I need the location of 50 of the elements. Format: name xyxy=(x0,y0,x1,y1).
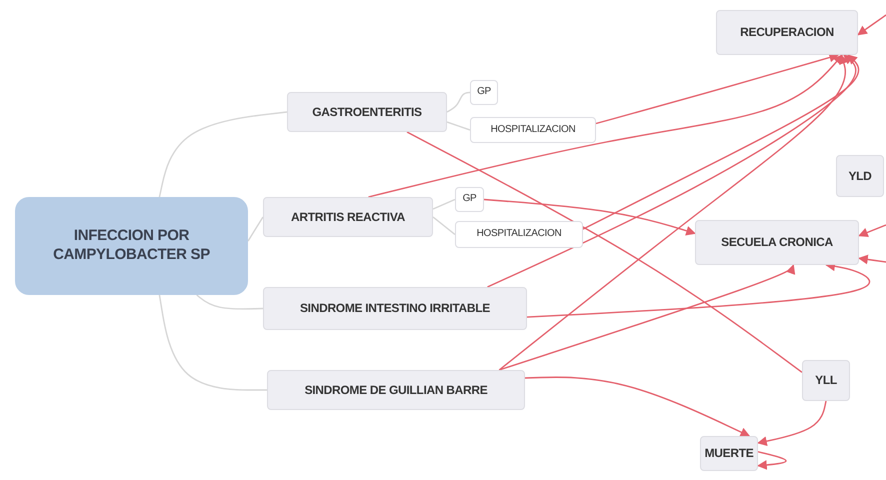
topic-box xyxy=(263,287,527,330)
connector-line xyxy=(406,131,802,373)
node-label: SECUELA CRONICA xyxy=(721,235,833,250)
node-label: INFECCION POR CAMPYLOBACTER SP xyxy=(52,227,211,265)
topic-box xyxy=(287,92,447,132)
arrow xyxy=(757,451,787,470)
topic-box xyxy=(267,370,525,410)
node-label: SINDROME DE GUILLIAN BARRE xyxy=(304,382,488,398)
topic-box xyxy=(455,221,583,248)
connector-line xyxy=(247,216,264,242)
topic-box xyxy=(836,155,884,197)
node-label: ARTRITIS REACTIVA xyxy=(290,210,405,224)
connector-line xyxy=(158,294,267,391)
connector-line xyxy=(196,294,264,310)
node-label: GASTROENTERITIS xyxy=(312,104,422,120)
arrow xyxy=(757,400,827,446)
topic-box xyxy=(695,220,859,265)
node-label: SINDROME INTESTINO IRRITABLE xyxy=(300,301,490,316)
topic-box xyxy=(455,187,484,212)
connector-line xyxy=(432,198,456,210)
arrow xyxy=(498,54,848,371)
node-label: HOSPITALIZACION xyxy=(490,124,576,136)
topic-box xyxy=(15,197,248,295)
topic-box xyxy=(470,117,596,143)
node-label: YLL xyxy=(815,373,837,388)
arrow xyxy=(484,198,696,236)
topic-box xyxy=(470,80,498,105)
arrow xyxy=(858,224,886,238)
connector-line xyxy=(158,111,288,198)
node-label: GP xyxy=(462,193,476,206)
topic-box xyxy=(700,436,758,471)
arrow xyxy=(857,14,886,36)
arrow xyxy=(487,54,856,288)
node-label: MUERTE xyxy=(704,446,754,461)
arrow xyxy=(368,54,844,198)
node-label: RECUPERACION xyxy=(740,25,834,40)
node-label: YLD xyxy=(848,168,872,184)
topic-box xyxy=(716,10,858,55)
topic-box xyxy=(263,197,433,237)
connector-line xyxy=(446,121,470,131)
arrow xyxy=(582,54,860,230)
topic-box xyxy=(802,360,850,401)
node-label: HOSPITALIZACION xyxy=(476,228,562,241)
arrow xyxy=(498,264,796,371)
arrow xyxy=(524,376,750,437)
arrow xyxy=(596,52,840,124)
connector-line xyxy=(432,216,456,236)
arrow xyxy=(858,254,886,264)
connector-line xyxy=(446,92,470,113)
node-label: GP xyxy=(477,86,491,99)
